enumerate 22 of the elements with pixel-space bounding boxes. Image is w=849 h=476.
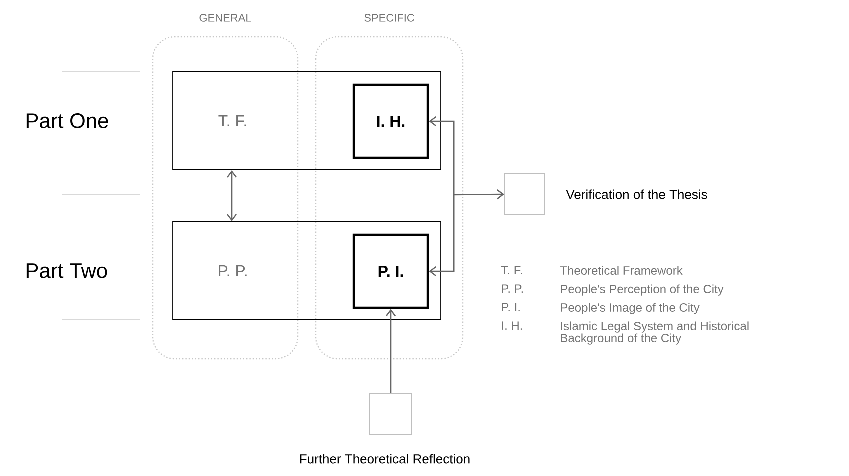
legend-text: People's Image of the City xyxy=(561,303,700,314)
box-caption: Verification of the Thesis xyxy=(566,190,708,200)
arrow xyxy=(226,170,238,222)
row-heading: Part One xyxy=(26,114,108,128)
row-heading: Part Two xyxy=(26,264,108,278)
legend-text: Islamic Legal System and Historical Background of the City xyxy=(561,322,749,345)
box-caption: Further Theoretical Reflection xyxy=(300,454,470,464)
arrow xyxy=(453,190,504,200)
arrow xyxy=(386,309,396,394)
column-heading: GENERAL xyxy=(200,14,252,22)
legend-text: Theoretical Framework xyxy=(560,266,683,275)
arrow xyxy=(429,116,455,276)
abbreviation: P. I. xyxy=(502,303,520,312)
abbreviation: T. F. xyxy=(501,266,522,274)
legend-text: People's Perception of the City xyxy=(561,284,724,296)
abbreviation: I. H. xyxy=(377,116,405,127)
abbreviation: P. P. xyxy=(219,265,247,276)
abbreviation: I. H. xyxy=(502,322,522,330)
abbreviation: P. P. xyxy=(502,284,524,293)
abbreviation: T. F. xyxy=(218,116,246,126)
column-heading: SPECIFIC xyxy=(364,14,414,22)
abbreviation: P. I. xyxy=(378,266,404,277)
